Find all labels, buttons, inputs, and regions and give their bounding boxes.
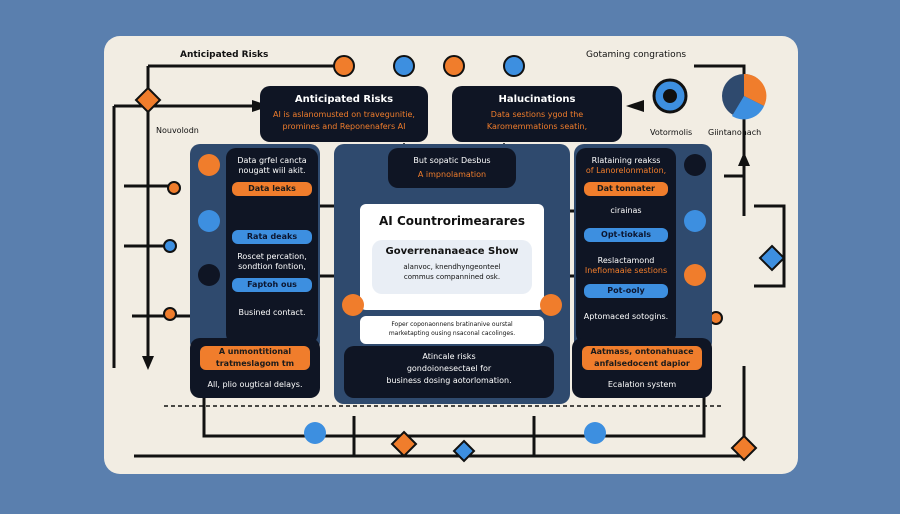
escalation-box: Aatmass, ontonahuace anfalsedocent dapio… bbox=[572, 338, 712, 398]
cog-icon bbox=[198, 210, 220, 232]
governance-title: Goverrenanaeace Show bbox=[385, 246, 519, 257]
right-panel-inner: Rlataining reakss of Lanorelonmation, Da… bbox=[576, 148, 676, 344]
halluc-title: Halucinations bbox=[498, 94, 576, 105]
countermeasures-title: AI Countrorimearares bbox=[379, 214, 525, 228]
bottom-mid3: business dosing aotorlomation. bbox=[386, 376, 512, 385]
left-panel-inner: Data grfel cancta nougatt wiil akit. Dat… bbox=[226, 148, 318, 344]
halluc-line1: Data sestions ygod the bbox=[490, 110, 584, 119]
center-foot1: Foper coponaonnens bratinanive ourstal bbox=[391, 321, 513, 328]
right-mid2: Inefiomaaie sestions bbox=[584, 266, 668, 275]
document-icon bbox=[684, 264, 706, 286]
center-top1: But sopatic Desbus bbox=[413, 156, 491, 165]
right-bottom: Aptomaced sotogins. bbox=[583, 312, 669, 321]
right-mid1: Reslactamond bbox=[597, 256, 655, 265]
bottom-mid2: gondoionesectael for bbox=[406, 364, 492, 373]
unmontitional-box: A unmontitional tratmeslagom tm All, pli… bbox=[190, 338, 320, 398]
left-intro2: nougatt wiil akit. bbox=[238, 166, 306, 175]
pill-pot-ooly: Pot-ooly bbox=[584, 284, 668, 298]
lock-icon bbox=[198, 264, 220, 286]
left-panel: Data grfel cancta nougatt wiil akit. Dat… bbox=[190, 144, 320, 352]
right-panel: Rlataining reakss of Lanorelonmation, Da… bbox=[574, 144, 712, 352]
left-intro1: Data grfel cancta bbox=[237, 156, 307, 165]
risks-title: Anticipated Risks bbox=[294, 94, 394, 105]
halluc-line2: Karomemmations seatin, bbox=[486, 122, 588, 131]
atincale-box: Atincale risks gondoionesectael for busi… bbox=[344, 346, 554, 398]
label-right-b: Giintanonach bbox=[708, 128, 762, 137]
right-intro2: of Lanorelonmation, bbox=[585, 166, 667, 175]
center-top-box: But sopatic Desbus A impnolamation bbox=[388, 148, 516, 188]
shield-icon bbox=[342, 294, 364, 316]
left-mid1: Roscet percation, bbox=[237, 252, 307, 261]
hallucinations-box: Halucinations Data sestions ygod the Kar… bbox=[452, 86, 622, 142]
bottom-right3: Ecalation system bbox=[607, 380, 677, 389]
label-right-a: Votormolis bbox=[650, 128, 693, 137]
left-mid2: sondtion fontion, bbox=[238, 262, 306, 271]
left-bottom: Busined contact. bbox=[238, 308, 306, 317]
gear-icon bbox=[198, 154, 220, 176]
bottom-right2: anfalsedocent dapior bbox=[594, 359, 690, 368]
badge-icon bbox=[540, 294, 562, 316]
diagram-card: Anticipated Risks Gotaming congrations N… bbox=[104, 36, 798, 474]
center-top2: A impnolamation bbox=[417, 170, 487, 179]
countermeasures-card: AI Countrorimearares Goverrenanaeace Sho… bbox=[360, 204, 544, 310]
pill-dat-tonnater: Dat tonnater bbox=[584, 182, 668, 196]
escalation-pill: Aatmass, ontonahuace anfalsedocent dapio… bbox=[582, 346, 702, 370]
bottom-left1: A unmontitional bbox=[218, 347, 292, 356]
person-icon-right bbox=[584, 422, 606, 444]
governance-sub1: alanvoc, knendhyngeonteel bbox=[403, 263, 501, 271]
brain-icon bbox=[684, 154, 706, 176]
pill-rata-deaks: Rata deaks bbox=[232, 230, 312, 244]
bottom-mid1: Atincale risks bbox=[422, 352, 476, 361]
label-top-right: Gotaming congrations bbox=[586, 50, 687, 60]
center-foot2: marketapting ousing nsaconal cacolinges. bbox=[388, 330, 516, 337]
pie-icon bbox=[722, 73, 767, 120]
pill-opt-tiokals: Opt-tiokals bbox=[584, 228, 668, 242]
anticipated-risks-box: Anticipated Risks AI is aslanomusted on … bbox=[260, 86, 428, 142]
person-icon-left bbox=[304, 422, 326, 444]
bottom-left2: tratmeslagom tm bbox=[215, 359, 295, 368]
center-foot-box: Foper coponaonnens bratinanive ourstal m… bbox=[360, 316, 544, 344]
bottom-left3: All, plio ougtical delays. bbox=[207, 380, 303, 389]
right-intro1: Rlataining reakss bbox=[591, 156, 661, 165]
unmontitional-pill: A unmontitional tratmeslagom tm bbox=[200, 346, 310, 370]
governance-sub2: commus compannined osk. bbox=[403, 273, 501, 281]
risks-line2: promines and Reponenafers AI bbox=[282, 122, 406, 131]
pill-data-leaks: Data leaks bbox=[232, 182, 312, 196]
bottom-right1: Aatmass, ontonahuace bbox=[590, 347, 694, 356]
label-top-left: Anticipated Risks bbox=[180, 50, 269, 60]
governance-box: Goverrenanaeace Show alanvoc, knendhynge… bbox=[372, 240, 532, 294]
label-far-left: Nouvolodn bbox=[156, 126, 199, 135]
risks-line1: AI is aslanomusted on travegunitie, bbox=[273, 110, 415, 119]
handshake-icon bbox=[684, 210, 706, 232]
chip-cirainas: cirainas bbox=[610, 206, 642, 215]
pill-faptoh: Faptoh ous bbox=[232, 278, 312, 292]
